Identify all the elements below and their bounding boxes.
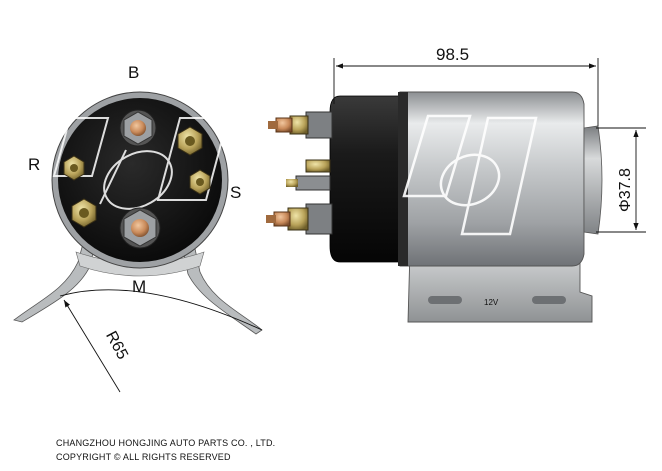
logo-watermark-end bbox=[52, 117, 230, 210]
terminal-m-stud bbox=[119, 207, 161, 249]
side-terminal-top bbox=[268, 111, 333, 139]
terminal-upper-right-stud bbox=[177, 126, 203, 156]
cap-ring bbox=[398, 92, 408, 266]
label-voltage: 12V bbox=[484, 298, 499, 307]
side-terminal-middle bbox=[286, 159, 331, 191]
solenoid-cap bbox=[329, 95, 405, 263]
footer-company: CHANGZHOU HONGJING AUTO PARTS CO. , LTD. bbox=[56, 438, 276, 448]
label-radius: R65 bbox=[102, 328, 131, 362]
terminal-r-stud bbox=[63, 155, 85, 181]
label-terminal-s: S bbox=[230, 183, 241, 202]
label-diameter: Φ37.8 bbox=[617, 168, 634, 212]
end-view-bracket bbox=[13, 239, 97, 323]
terminal-lower-left-stud bbox=[71, 198, 97, 228]
side-terminal-bottom bbox=[266, 203, 333, 235]
label-terminal-b: B bbox=[128, 63, 139, 82]
label-length: 98.5 bbox=[436, 45, 469, 64]
solenoid-body bbox=[399, 91, 585, 267]
end-view: B R S M R65 bbox=[13, 63, 263, 393]
radius-arc bbox=[59, 289, 263, 331]
label-terminal-r: R bbox=[28, 155, 40, 174]
bracket-slot-right bbox=[532, 296, 566, 304]
radius-leader bbox=[63, 299, 121, 393]
side-view: 12V bbox=[266, 45, 646, 323]
label-terminal-m: M bbox=[132, 277, 146, 296]
bracket-slot-left bbox=[428, 296, 462, 304]
solenoid-end-collar bbox=[583, 125, 603, 235]
footer-copyright: COPYRIGHT © ALL RIGHTS RESERVED bbox=[56, 452, 231, 462]
terminal-b-stud bbox=[119, 109, 157, 147]
logo-watermark-side bbox=[402, 114, 538, 236]
terminal-s-stud bbox=[189, 169, 211, 195]
